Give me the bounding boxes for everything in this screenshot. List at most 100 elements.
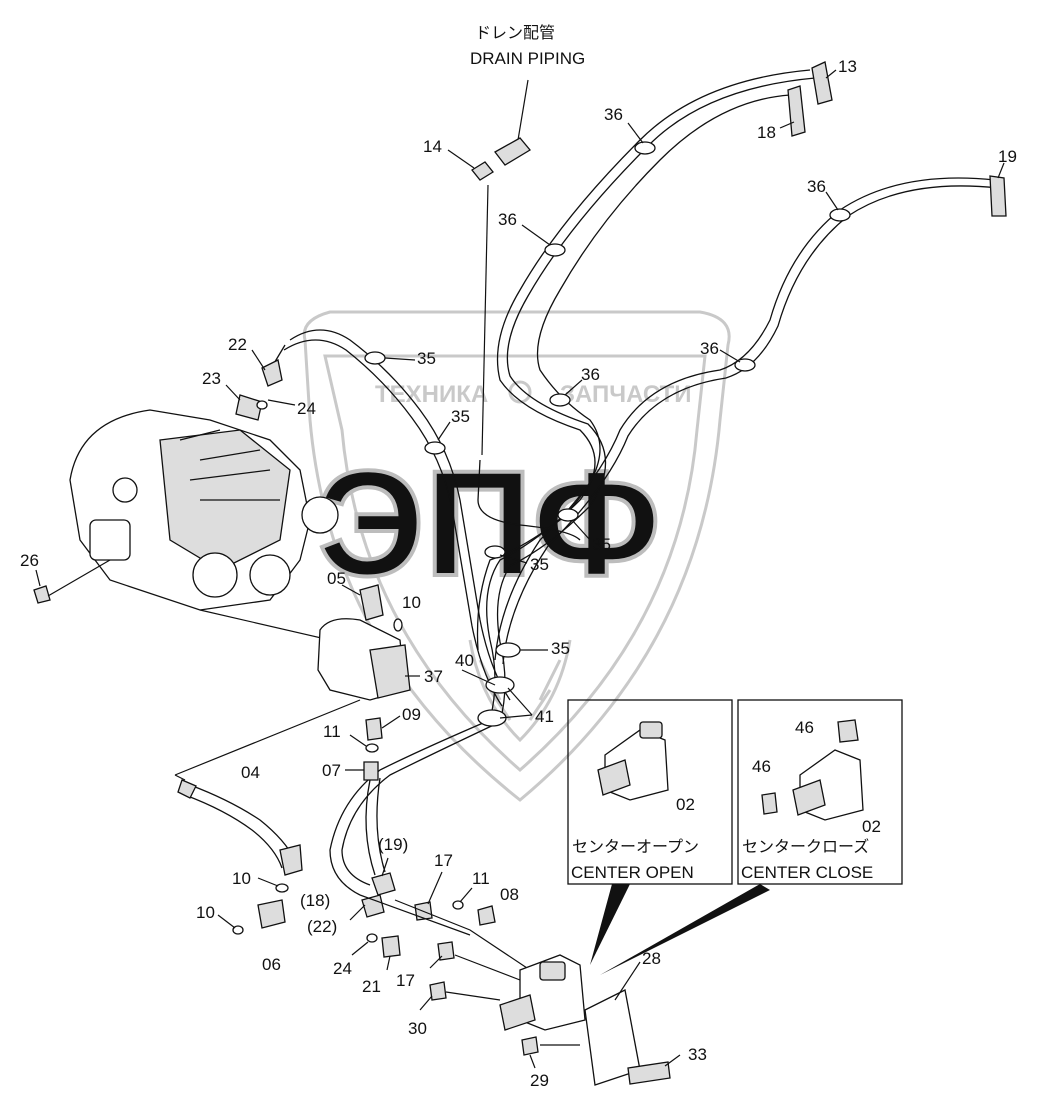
fitting-26	[33, 585, 51, 604]
label-21: 21	[362, 977, 381, 996]
pump-assembly	[33, 394, 339, 611]
label-24-b: 24	[333, 959, 352, 978]
fitting-21	[381, 935, 401, 958]
label-18-ref: (18)	[300, 891, 330, 910]
label-36-a: 36	[604, 105, 623, 124]
label-35-b: 35	[451, 407, 470, 426]
bolt-29	[521, 1036, 539, 1056]
variant-open-jp: センターオープン	[572, 837, 699, 856]
label-22: 22	[228, 335, 247, 354]
label-24-a: 24	[297, 399, 316, 418]
label-22-ref: (22)	[307, 917, 337, 936]
bolt-30	[429, 981, 447, 1001]
label-10-b: 10	[232, 869, 251, 888]
label-35-e: 35	[551, 639, 570, 658]
variant-open: 02 センターオープン CENTER OPEN	[567, 699, 733, 965]
gear-icon	[508, 380, 532, 404]
fitting-17b	[437, 941, 455, 961]
hose-bundle	[269, 69, 999, 896]
label-10-c: 10	[196, 903, 215, 922]
label-35-d: 35	[530, 555, 549, 574]
watermark-logo-text: ЭПФ	[318, 439, 661, 607]
lower-fittings	[359, 872, 580, 1056]
plate-33	[627, 1061, 671, 1085]
label-06: 06	[262, 955, 281, 974]
label-11-b: 11	[472, 869, 490, 888]
hose-fittings	[261, 61, 1007, 387]
drain-hose-end	[494, 137, 531, 166]
label-37: 37	[424, 667, 443, 686]
variant-close-sub-b: 46	[752, 757, 771, 776]
oring-11b	[452, 900, 464, 910]
variant-close-en: CENTER CLOSE	[741, 863, 873, 882]
leader-lines	[35, 69, 1005, 1069]
label-29: 29	[530, 1071, 549, 1090]
label-36-e: 36	[581, 365, 600, 384]
label-08: 08	[500, 885, 519, 904]
label-35-c: 35	[592, 535, 611, 554]
fitting-09	[365, 717, 383, 741]
watermark: ТЕХНИКА ЗАПЧАСТИ ЭПФ	[302, 310, 731, 802]
fitting-06	[257, 899, 286, 929]
label-41: 41	[535, 707, 554, 726]
label-35-a: 35	[417, 349, 436, 368]
label-11-a: 11	[323, 722, 341, 741]
label-18: 18	[757, 123, 776, 142]
fitting-22	[261, 359, 283, 387]
label-09: 09	[402, 705, 421, 724]
label-30: 30	[408, 1019, 427, 1038]
oring-24	[256, 400, 268, 410]
drain-piping: ドレン配管 DRAIN PIPING	[470, 23, 585, 541]
label-13: 13	[838, 57, 857, 76]
drain-piping-jp: ドレン配管	[475, 23, 555, 42]
pointer-close	[600, 884, 770, 975]
label-19: 19	[998, 147, 1017, 166]
oring-11	[365, 743, 379, 753]
fitting-19p	[371, 872, 396, 896]
label-40: 40	[455, 651, 474, 670]
fitting-05	[359, 584, 384, 621]
variant-close: 46 46 02 センタークローズ CENTER CLOSE	[600, 699, 903, 975]
fitting-18	[787, 85, 806, 137]
variant-open-en: CENTER OPEN	[571, 863, 694, 882]
hose-04-end	[177, 779, 197, 799]
drain-piping-en: DRAIN PIPING	[470, 49, 585, 68]
label-28: 28	[642, 949, 661, 968]
part-labels: 13 18 19 14 36 36 36 36 36 35 35 35 35 3…	[20, 57, 1017, 1090]
variant-open-part: 02	[676, 795, 695, 814]
fitting-23	[235, 394, 263, 421]
oring-10b	[275, 883, 289, 893]
label-07: 07	[322, 761, 341, 780]
fitting-18p	[361, 894, 385, 918]
variant-close-jp: センタークローズ	[742, 837, 869, 856]
oring-10	[393, 618, 403, 632]
mid-components	[174, 584, 411, 935]
label-36-b: 36	[498, 210, 517, 229]
fitting-19	[989, 175, 1007, 217]
label-36-c: 36	[807, 177, 826, 196]
label-26: 26	[20, 551, 39, 570]
pointer-open	[590, 884, 630, 965]
label-17-a: 17	[434, 851, 453, 870]
label-33: 33	[688, 1045, 707, 1064]
solenoid-valve	[499, 954, 671, 1086]
label-23: 23	[202, 369, 221, 388]
label-04: 04	[241, 763, 260, 782]
label-05: 05	[327, 569, 346, 588]
fitting-13	[811, 61, 833, 105]
oring-10c	[232, 925, 244, 935]
fitting-08	[477, 905, 496, 926]
clamps	[364, 141, 851, 727]
label-36-d: 36	[700, 339, 719, 358]
label-10-a: 10	[402, 593, 421, 612]
fitting-07	[363, 761, 379, 781]
label-17-b: 17	[396, 971, 415, 990]
variant-close-sub-a: 46	[795, 718, 814, 737]
label-14: 14	[423, 137, 442, 156]
watermark-left-text: ТЕХНИКА	[375, 381, 488, 408]
label-19-ref: (19)	[378, 835, 408, 854]
oring-24b	[366, 933, 378, 943]
variant-close-part: 02	[862, 817, 881, 836]
